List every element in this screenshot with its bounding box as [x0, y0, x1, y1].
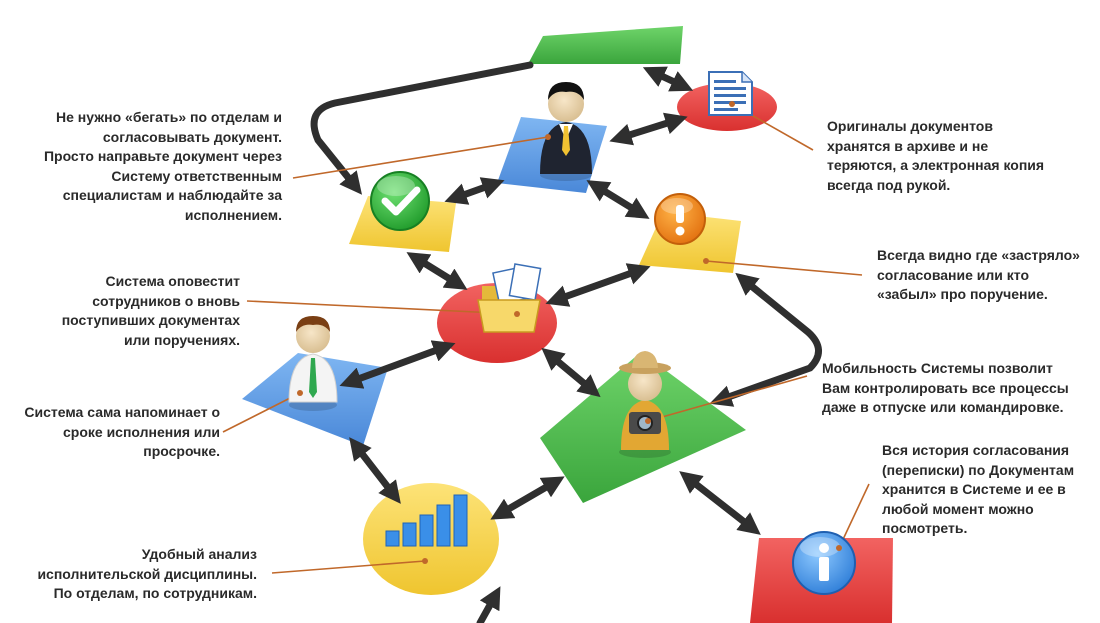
arrow-employee-analysis — [349, 437, 401, 504]
arrow-top-archive — [642, 66, 694, 92]
note-line: сроке исполнения или — [63, 423, 220, 440]
arrow-alert-notify — [545, 263, 651, 307]
check-icon — [370, 171, 430, 231]
note-line: Вся история согласования — [882, 442, 1070, 458]
connector-dot-mobility — [645, 418, 651, 424]
arrow-mobile-history — [679, 471, 761, 535]
note-line: посмотреть. — [882, 520, 968, 536]
note-line: Оригиналы документов — [827, 118, 993, 134]
document-icon — [708, 71, 753, 116]
note-line: По отделам, по сотрудникам. — [53, 585, 257, 601]
connector-dot-stuck — [703, 258, 709, 264]
arrow-analysis-mobile — [490, 476, 565, 520]
loop-arrow-right — [709, 272, 822, 407]
employee-avatar — [288, 316, 338, 411]
arrow-manager-approve — [444, 177, 505, 205]
note-mobility: Мобильность Системы позволит Вам контрол… — [822, 359, 1069, 418]
note-line: Не нужно «бегать» по отделам и — [56, 109, 282, 125]
note-line: Систему ответственным — [111, 167, 282, 184]
note-line: (переписки) по Документам — [882, 461, 1075, 478]
arrow-archive-manager — [609, 112, 688, 146]
note-history: Вся история согласования (переписки) по … — [882, 441, 1074, 539]
arrow-notify-employee — [339, 340, 456, 389]
note-analysis: Удобный анализ исполнительской дисциплин… — [37, 545, 257, 604]
connector-stuck — [705, 260, 863, 276]
connector-dot-reminder — [297, 390, 303, 396]
note-originals: Оригиналы документов хранятся в архиве и… — [827, 117, 1044, 195]
arrow-analysis-down — [476, 586, 501, 623]
manager-avatar — [540, 82, 592, 181]
note-line: хранится в Системе и ее в — [882, 481, 1066, 497]
connector-analysis — [271, 560, 426, 574]
top-green-node — [528, 26, 683, 64]
arrow-notify-mobile — [541, 347, 601, 398]
note-line: исполнительской дисциплины. — [37, 565, 257, 582]
loop-arrow-left — [310, 61, 534, 195]
note-line: поступивших документах — [61, 312, 240, 328]
folder-icon — [477, 263, 542, 333]
note-line: даже в отпуске или командировке. — [822, 399, 1064, 415]
note-line: теряются, а электронная копия — [827, 157, 1045, 173]
note-line: Мобильность Системы позволит — [822, 360, 1053, 376]
connector-dot-originals — [729, 101, 735, 107]
note-line: согласование или кто — [877, 266, 1030, 283]
bar-chart-icon — [385, 494, 468, 547]
connector-notify — [246, 300, 518, 315]
info-icon — [792, 531, 856, 595]
connector-dot-notify — [514, 311, 520, 317]
note-line: Всегда видно где «застряло» — [877, 247, 1080, 263]
note-line: согласовывать документ. — [102, 128, 282, 145]
note-line: исполнением. — [184, 206, 282, 223]
note-line: просрочке. — [143, 443, 220, 459]
note-line: хранятся в архиве и не — [827, 137, 989, 154]
note-line: Система оповестит — [105, 273, 241, 289]
note-line: сотрудников о вновь — [92, 292, 240, 309]
connector-dot-no-running — [545, 134, 551, 140]
arrow-approve-notify — [406, 252, 468, 290]
connector-reminder — [222, 392, 301, 433]
connector-mobility — [647, 375, 808, 422]
note-line: Просто направьте документ через — [43, 148, 282, 164]
note-line: любой момент можно — [882, 500, 1034, 517]
note-line: или поручениях. — [124, 331, 240, 348]
note-line: «забыл» про поручение. — [877, 286, 1048, 302]
note-stuck: Всегда видно где «застряло» согласование… — [877, 246, 1080, 305]
note-reminder: Система сама напоминает о сроке исполнен… — [24, 403, 220, 462]
note-line: Вам контролировать все процессы — [822, 379, 1069, 396]
note-no-running: Не нужно «бегать» по отделам и согласовы… — [44, 108, 282, 225]
exclamation-icon — [654, 193, 706, 245]
note-line: специалистам и наблюдайте за — [62, 187, 282, 203]
connector-no-running — [292, 136, 549, 179]
connector-dot-history — [836, 545, 842, 551]
connector-history — [838, 483, 870, 549]
arrow-manager-alert — [586, 180, 650, 219]
note-line: всегда под рукой. — [827, 176, 951, 193]
note-line: Система сама напоминает о — [24, 404, 220, 420]
note-line: Удобный анализ — [141, 546, 257, 562]
connector-dot-analysis — [422, 558, 428, 564]
note-notify: Система оповестит сотрудников о вновь по… — [62, 272, 240, 350]
